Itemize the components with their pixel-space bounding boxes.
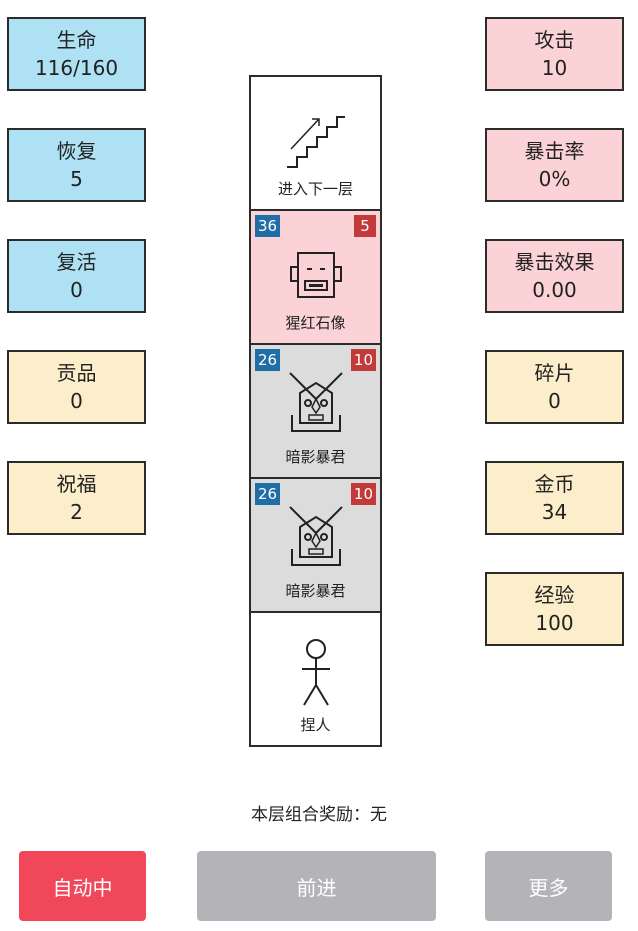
shadow-tyrant-icon — [251, 365, 380, 445]
stat-label: 生命 — [56, 28, 97, 52]
shadow-tyrant-icon — [251, 499, 380, 579]
stat-box-revive: 复活 0 — [7, 239, 146, 313]
stone-statue-icon — [251, 231, 380, 311]
tower-cell-enemy[interactable]: 36 5 猩红石像 — [249, 209, 382, 345]
stat-value: 116/160 — [34, 56, 119, 80]
cell-caption: 进入下一层 — [277, 180, 353, 198]
enemy-attack-badge: 10 — [350, 483, 376, 505]
stat-label: 经验 — [534, 583, 575, 607]
cell-caption: 暗影暴君 — [285, 448, 346, 466]
enemy-hp-badge: 36 — [255, 215, 281, 237]
stat-label: 贡品 — [56, 361, 97, 385]
stat-label: 碎片 — [534, 361, 575, 385]
stat-value: 34 — [541, 500, 568, 524]
stat-value: 0% — [538, 167, 571, 191]
stat-value: 0 — [70, 389, 83, 413]
tower-cell-player[interactable]: 捏人 — [249, 611, 382, 747]
enemy-hp-badge: 26 — [255, 483, 281, 505]
enemy-attack-badge: 10 — [350, 349, 376, 371]
stat-box-blessing: 祝福 2 — [7, 461, 146, 535]
advance-button[interactable]: 前进 — [197, 851, 436, 921]
stat-box-hp: 生命 116/160 — [7, 17, 146, 91]
stat-box-crit-rate: 暴击率 0% — [485, 128, 624, 202]
stat-box-fragments: 碎片 0 — [485, 350, 624, 424]
stat-value: 5 — [70, 167, 83, 191]
stat-label: 暴击效果 — [514, 250, 595, 274]
tower-cell-enemy[interactable]: 26 10 暗影暴君 — [249, 477, 382, 613]
stat-label: 金币 — [534, 472, 575, 496]
stat-label: 祝福 — [56, 472, 97, 496]
tower-cell-enemy[interactable]: 26 10 暗影暴君 — [249, 343, 382, 479]
stat-box-regen: 恢复 5 — [7, 128, 146, 202]
stat-value: 0 — [70, 278, 83, 302]
auto-button[interactable]: 自动中 — [19, 851, 146, 921]
stick-figure-icon — [251, 633, 380, 713]
cell-caption: 捏人 — [300, 716, 331, 734]
stat-value: 0 — [548, 389, 561, 413]
stat-box-attack: 攻击 10 — [485, 17, 624, 91]
cell-caption: 猩红石像 — [285, 314, 346, 332]
floor-combo-bonus: 本层组合奖励：无 — [251, 805, 387, 825]
enemy-attack-badge: 5 — [354, 215, 376, 237]
tower-cell-next-floor[interactable]: 进入下一层 — [249, 75, 382, 211]
stat-box-gold: 金币 34 — [485, 461, 624, 535]
more-button[interactable]: 更多 — [485, 851, 612, 921]
stat-label: 攻击 — [534, 28, 575, 52]
stat-value: 100 — [535, 611, 574, 635]
stat-value: 2 — [70, 500, 83, 524]
stat-label: 暴击率 — [524, 139, 585, 163]
stat-value: 0.00 — [532, 278, 577, 302]
cell-caption: 暗影暴君 — [285, 582, 346, 600]
enemy-hp-badge: 26 — [255, 349, 281, 371]
stat-label: 复活 — [56, 250, 97, 274]
stairs-icon — [251, 97, 380, 177]
stat-label: 恢复 — [56, 139, 97, 163]
stat-box-tribute: 贡品 0 — [7, 350, 146, 424]
stat-box-experience: 经验 100 — [485, 572, 624, 646]
stat-box-crit-effect: 暴击效果 0.00 — [485, 239, 624, 313]
stat-value: 10 — [541, 56, 568, 80]
